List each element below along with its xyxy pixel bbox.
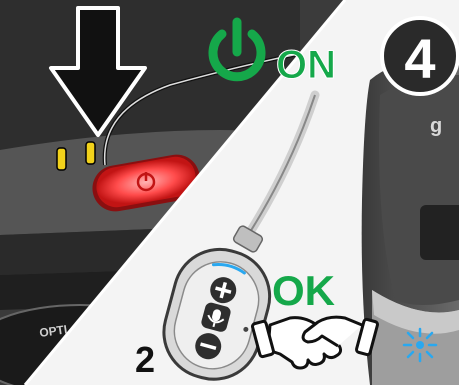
ok-label: OK xyxy=(272,267,335,314)
charging-pin xyxy=(86,142,95,164)
step-badge: 4 xyxy=(382,18,458,94)
power-on-label: ON xyxy=(276,43,336,87)
led-sparkle-icon xyxy=(404,329,436,361)
charging-pin xyxy=(57,148,66,170)
step-number: 4 xyxy=(404,27,435,90)
base-brand-letter: g xyxy=(430,115,442,137)
remote-number: 2 xyxy=(135,339,155,380)
